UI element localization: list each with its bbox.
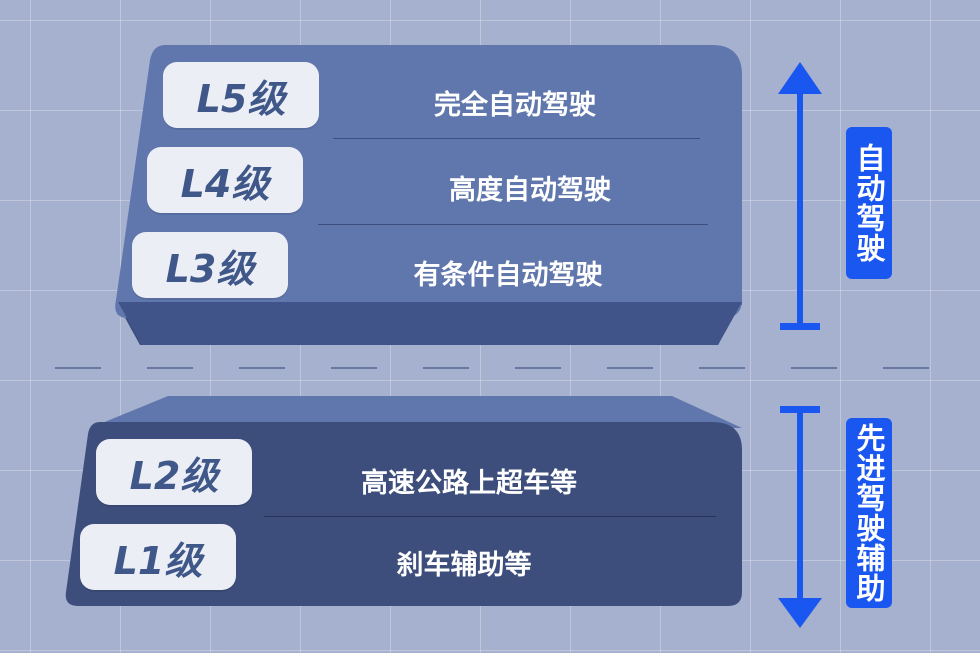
level-badge-l3: L3级 <box>132 232 288 298</box>
divider-line <box>264 516 716 517</box>
autonomous-up-arrow <box>778 62 822 330</box>
lower-block-top <box>90 396 742 428</box>
assist-down-arrow <box>778 406 822 628</box>
divider-line <box>333 138 700 139</box>
level-label: L2级 <box>129 453 219 498</box>
level-desc-l4: 高度自动驾驶 <box>449 175 611 206</box>
level-desc-l1: 刹车辅助等 <box>396 550 532 581</box>
level-badge-l2: L2级 <box>96 439 252 505</box>
level-desc-l3: 有条件自动驾驶 <box>413 260 603 291</box>
level-label: L1级 <box>113 538 203 583</box>
level-label: L3级 <box>165 246 255 291</box>
level-label: L5级 <box>196 76 286 121</box>
advanced-driver-assist-label: 先进驾驶辅助 <box>846 418 892 608</box>
level-label: L4级 <box>180 161 270 206</box>
level-badge-l5: L5级 <box>163 62 319 128</box>
level-desc-l2: 高速公路上超车等 <box>361 468 577 499</box>
autonomous-driving-label: 自动驾驶 <box>846 127 892 279</box>
level-badge-l1: L1级 <box>80 524 236 590</box>
level-badge-l4: L4级 <box>147 147 303 213</box>
level-desc-l5: 完全自动驾驶 <box>434 90 596 121</box>
divider-line <box>318 224 708 225</box>
upper-block-bottom <box>118 302 742 345</box>
